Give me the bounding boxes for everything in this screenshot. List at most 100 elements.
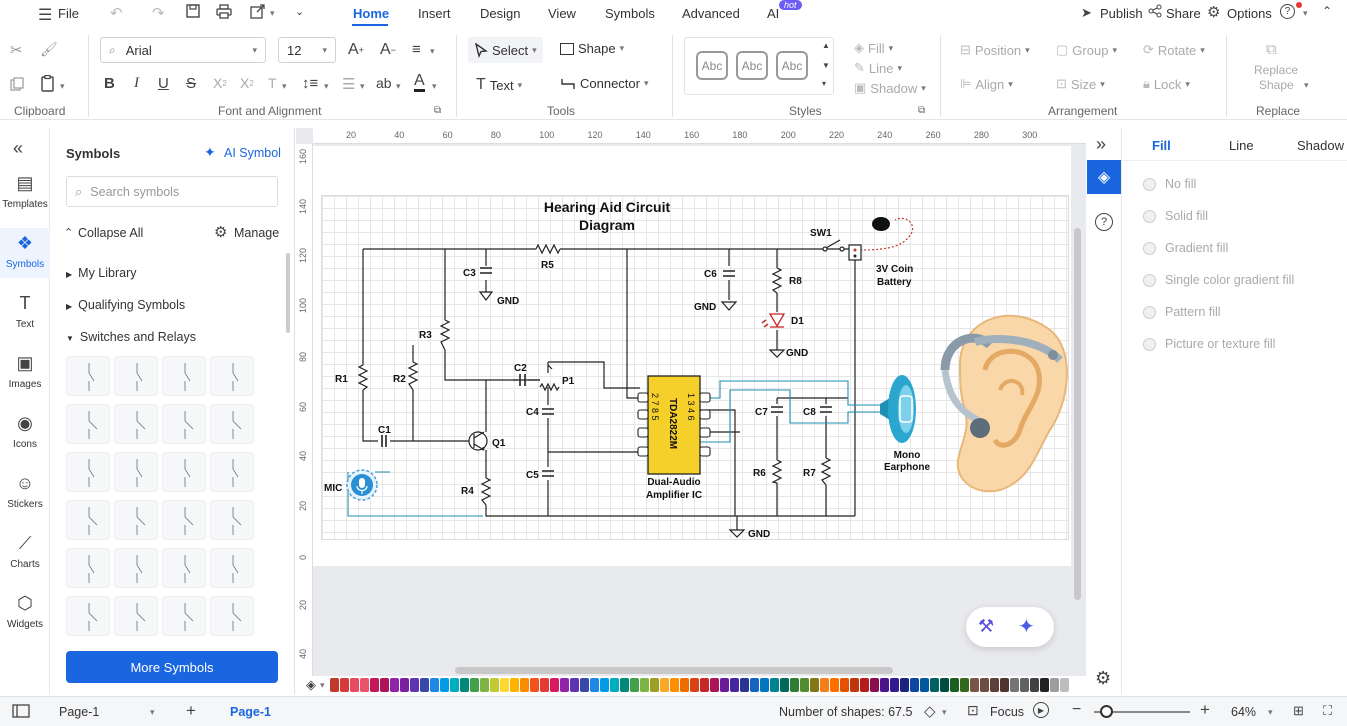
color-swatch[interactable] (550, 678, 559, 692)
symbol-switch-item[interactable] (66, 596, 110, 636)
line-spacing-icon[interactable]: ↕≡ (302, 75, 319, 92)
color-swatch[interactable] (360, 678, 369, 692)
text-case-icon[interactable]: ab (376, 75, 392, 91)
style-preset-2[interactable]: Abc (736, 51, 768, 80)
size-button[interactable]: ⊡Size▾ (1056, 76, 1105, 92)
color-swatch[interactable] (900, 678, 909, 692)
replace-shape-button-line1[interactable]: Replace (1254, 63, 1299, 77)
align-dropdown-icon[interactable]: ▾ (430, 46, 435, 56)
nav-icons[interactable]: ◉Icons (0, 412, 50, 451)
gallery-more-icon[interactable]: ▾ (822, 79, 827, 88)
color-swatch[interactable] (410, 678, 419, 692)
symbol-switch-item[interactable] (114, 596, 158, 636)
fill-dropdown-icon[interactable]: ▾ (320, 680, 325, 690)
color-swatch[interactable] (740, 678, 749, 692)
color-swatch[interactable] (520, 678, 529, 692)
format-panel-button[interactable]: ◈ (1087, 160, 1121, 194)
manage-button[interactable]: Manage (234, 226, 280, 240)
more-chevron-icon[interactable]: ⌄ (295, 6, 305, 18)
fill-button[interactable]: ◈Fill▾ (854, 40, 894, 56)
color-swatch[interactable] (670, 678, 679, 692)
symbol-switch-item[interactable] (114, 548, 158, 588)
options-button[interactable]: Options (1227, 6, 1272, 21)
copy-icon[interactable] (10, 77, 24, 91)
color-swatch[interactable] (920, 678, 929, 692)
group-button[interactable]: ▢Group▾ (1056, 42, 1117, 58)
color-swatch[interactable] (930, 678, 939, 692)
publish-icon[interactable]: ➤ (1081, 5, 1092, 20)
symbol-switch-item[interactable] (210, 452, 254, 492)
color-swatch[interactable] (890, 678, 899, 692)
color-swatch[interactable] (790, 678, 799, 692)
font-color-icon[interactable]: A (414, 73, 425, 92)
print-icon[interactable] (216, 4, 232, 19)
shadow-button[interactable]: ▣Shadow▾ (854, 80, 926, 96)
text-style-dropdown-icon[interactable]: ▾ (282, 81, 287, 91)
paste-dropdown-icon[interactable]: ▾ (60, 81, 65, 91)
fill-option-single-gradient[interactable]: Single color gradient fill (1143, 273, 1294, 287)
save-icon[interactable] (186, 4, 200, 18)
color-swatch[interactable] (810, 678, 819, 692)
color-swatch[interactable] (700, 678, 709, 692)
nav-symbols[interactable]: ❖Symbols (0, 232, 50, 271)
color-swatch[interactable] (780, 678, 789, 692)
rotate-button[interactable]: ⟳Rotate▾ (1143, 42, 1205, 58)
format-painter-icon[interactable]: 🖌 (40, 41, 58, 57)
paste-icon[interactable] (40, 75, 56, 92)
magic-wand-icon[interactable]: ⚒ (978, 616, 995, 636)
expand-panel-icon[interactable]: » (1096, 134, 1107, 154)
circuit-diagram[interactable]: TDA2822M 2 7 8 5 1 3 4 6 Hearing Aid Cir… (313, 146, 1073, 546)
color-swatch[interactable] (980, 678, 989, 692)
text-tool-button[interactable]: T Text▾ (476, 76, 522, 94)
zoom-level[interactable]: 64% (1231, 705, 1257, 719)
replace-dropdown-icon[interactable]: ▾ (1304, 80, 1309, 90)
nav-charts[interactable]: ⟋Charts (0, 532, 50, 571)
color-swatch[interactable] (880, 678, 889, 692)
symbol-switch-item[interactable] (66, 452, 110, 492)
color-swatch[interactable] (500, 678, 509, 692)
symbol-switch-item[interactable] (210, 596, 254, 636)
zoom-dropdown-icon[interactable]: ▾ (1268, 707, 1273, 717)
color-swatch[interactable] (510, 678, 519, 692)
color-swatch[interactable] (370, 678, 379, 692)
gallery-down-icon[interactable]: ▼ (822, 61, 830, 70)
color-swatch[interactable] (820, 678, 829, 692)
italic-icon[interactable]: I (134, 75, 139, 91)
tab-shadow[interactable]: Shadow (1297, 138, 1344, 153)
color-swatch[interactable] (340, 678, 349, 692)
line-button[interactable]: ✎Line▾ (854, 60, 903, 76)
tab-fill[interactable]: Fill (1152, 138, 1171, 153)
tab-view[interactable]: View (548, 6, 576, 21)
font-size-select[interactable]: 12 ▾ (278, 37, 336, 63)
color-swatch[interactable] (850, 678, 859, 692)
symbol-switch-item[interactable] (66, 500, 110, 540)
symbol-switch-item[interactable] (210, 500, 254, 540)
color-swatch[interactable] (770, 678, 779, 692)
color-swatch[interactable] (1000, 678, 1009, 692)
nav-widgets[interactable]: ⬡Widgets (0, 592, 50, 631)
color-swatch[interactable] (840, 678, 849, 692)
color-swatch[interactable] (430, 678, 439, 692)
color-swatch[interactable] (1010, 678, 1019, 692)
layers-dropdown-icon[interactable]: ▾ (942, 707, 947, 717)
tree-switches-relays[interactable]: ▼Switches and Relays (66, 330, 196, 344)
color-swatch[interactable] (610, 678, 619, 692)
page-select[interactable]: Page-1 (59, 705, 100, 719)
lock-button[interactable]: 🔒︎Lock▾ (1143, 76, 1190, 92)
settings-gear-icon[interactable]: ⚙ (1095, 668, 1112, 688)
style-preset-3[interactable]: Abc (776, 51, 808, 80)
symbol-switch-item[interactable] (114, 356, 158, 396)
nav-images[interactable]: ▣Images (0, 352, 50, 391)
collapse-panel-icon[interactable]: « (13, 138, 24, 158)
color-swatch[interactable] (620, 678, 629, 692)
symbol-switch-item[interactable] (210, 356, 254, 396)
bullet-list-icon[interactable]: ☰ (342, 76, 356, 93)
color-swatch[interactable] (870, 678, 879, 692)
symbol-search-input[interactable]: ⌕ Search symbols (66, 176, 278, 207)
play-icon[interactable]: ▶ (1033, 702, 1049, 718)
font-color-dropdown-icon[interactable]: ▾ (432, 81, 437, 91)
fit-page-icon[interactable]: ⊞ (1293, 703, 1304, 718)
color-swatch[interactable] (720, 678, 729, 692)
tab-design[interactable]: Design (480, 6, 521, 21)
style-preset-1[interactable]: Abc (696, 51, 728, 80)
